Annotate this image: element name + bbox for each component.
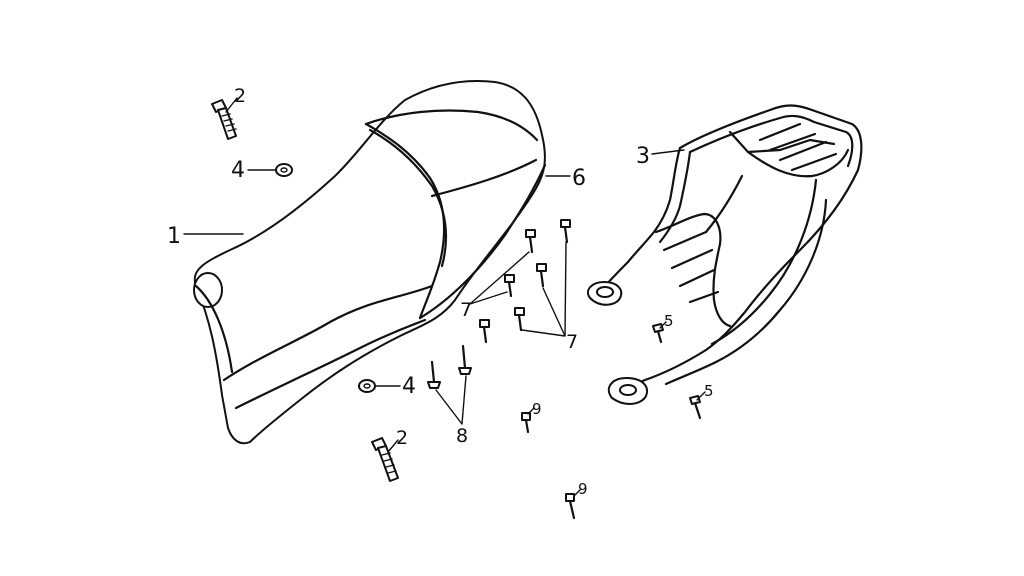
leader-3 [651, 149, 685, 155]
label-bolt-9-upper: 9 [532, 400, 542, 418]
label-washer-4-lower: 4 [402, 374, 416, 399]
bolt-9-lower [565, 493, 576, 520]
leader-5-lower [696, 391, 706, 401]
label-bolt-2-lower: 2 [396, 427, 408, 449]
leader-5-upper [659, 321, 667, 329]
label-screw-5-lower: 5 [704, 382, 714, 400]
label-screw-5-upper: 5 [664, 312, 674, 330]
label-rack: 3 [636, 144, 650, 169]
label-bolt-9-lower: 9 [578, 480, 588, 498]
washer-4-upper [275, 163, 293, 177]
bolt-2-lower [371, 437, 399, 482]
label-pins-8: 8 [456, 425, 468, 447]
bolt-2-upper [211, 99, 237, 140]
bolt-9-upper [521, 412, 531, 434]
label-bolt-2-upper: 2 [234, 85, 246, 107]
label-washer-4-upper: 4 [231, 158, 245, 183]
pins-8 [427, 344, 472, 425]
leader-9-upper [527, 407, 535, 415]
label-seat-cover: 6 [572, 166, 586, 191]
seat-part [193, 79, 547, 445]
label-bolts-7-b: 7 [566, 331, 578, 353]
label-bolts-7-a: 7 [460, 299, 472, 321]
rear-rack-part [586, 104, 863, 405]
leader-9-lower [573, 489, 581, 497]
label-seat: 1 [167, 224, 181, 249]
washer-4-lower [358, 379, 376, 393]
screw-5-upper [652, 323, 664, 344]
leader-2-lower [387, 439, 399, 453]
leader-2-upper [225, 97, 238, 113]
bolts-7 [469, 219, 571, 344]
screw-5-lower [689, 395, 702, 420]
